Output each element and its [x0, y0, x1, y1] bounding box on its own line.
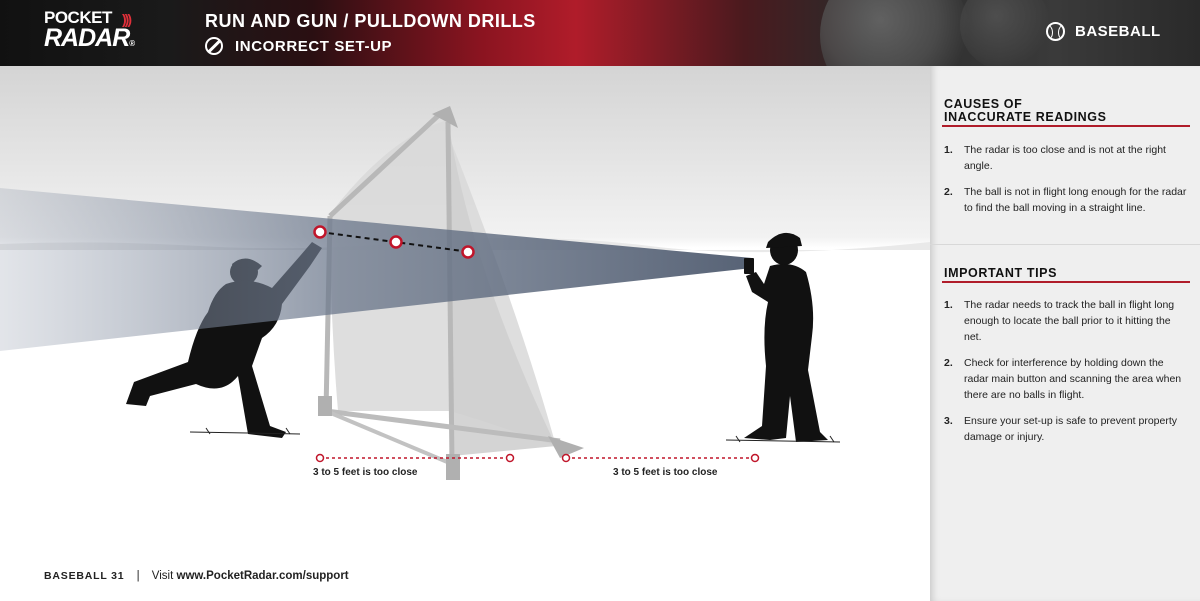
distance-endpoint [750, 453, 760, 463]
distance-markers [315, 453, 760, 463]
logo-word: RADAR [44, 24, 130, 52]
page-number: BASEBALL 31 [44, 570, 125, 582]
item-number: 2. [944, 186, 953, 198]
subtitle-text: INCORRECT SET-UP [235, 37, 393, 55]
distance-label-right: 3 to 5 feet is too close [613, 467, 718, 478]
item-number: 1. [944, 144, 953, 156]
registered-mark: ® [129, 39, 135, 48]
ball-marker [461, 245, 475, 259]
page-title: RUN AND GUN / PULLDOWN DRILLS [205, 11, 536, 31]
tips-heading: IMPORTANT TIPS [944, 266, 1058, 280]
list-item: 2. Check for interference by holding down… [944, 355, 1188, 403]
item-text: The ball is not in flight long enough fo… [964, 186, 1187, 214]
item-number: 1. [944, 299, 953, 311]
scene-graphic [0, 66, 930, 601]
ball-flight-path [313, 225, 475, 259]
item-text: The radar needs to track the ball in fli… [964, 299, 1175, 343]
distance-endpoint [505, 453, 515, 463]
logo-bottom-text: RADAR® [44, 24, 135, 56]
list-item: 3. Ensure your set-up is safe to prevent … [944, 413, 1188, 445]
pocket-radar-logo: POCKET RADAR® ))) [44, 8, 135, 56]
footer: BASEBALL 31 | Visit www.PocketRadar.com/… [44, 570, 349, 582]
tips-list: 1. The radar needs to track the ball in f… [944, 297, 1188, 455]
section-divider [930, 244, 1200, 245]
prohibited-icon [205, 37, 223, 55]
item-text: Check for interference by holding down t… [964, 357, 1182, 401]
distance-endpoint [315, 453, 325, 463]
radar-waves-icon: ))) [122, 11, 132, 27]
causes-rule [942, 125, 1190, 127]
list-item: 1. The radar is too close and is not at t… [944, 142, 1188, 174]
item-text: The radar is too close and is not at the… [964, 144, 1166, 172]
causes-list: 1. The radar is too close and is not at t… [944, 142, 1188, 226]
baseball-decoration [960, 0, 1050, 66]
baseball-icon [1046, 22, 1065, 41]
support-link[interactable]: www.PocketRadar.com/support [176, 570, 349, 582]
setup-illustration: 3 to 5 feet is too close 3 to 5 feet is … [0, 66, 930, 601]
item-text: Ensure your set-up is safe to prevent pr… [964, 415, 1178, 443]
header-bar: POCKET RADAR® ))) RUN AND GUN / PULLDOWN… [0, 0, 1200, 66]
distance-label-left: 3 to 5 feet is too close [313, 467, 418, 478]
item-number: 2. [944, 357, 953, 369]
ball-marker [313, 225, 327, 239]
list-item: 2. The ball is not in flight long enough … [944, 184, 1188, 216]
baseball-decoration [820, 0, 970, 66]
grass-tufts [189, 427, 841, 443]
footer-separator: | [136, 570, 140, 582]
distance-endpoint [561, 453, 571, 463]
list-item: 1. The radar needs to track the ball in f… [944, 297, 1188, 345]
radar-operator-silhouette [744, 232, 828, 442]
sport-text: BASEBALL [1075, 23, 1161, 40]
radar-beam [0, 188, 752, 351]
sport-label: BASEBALL [1046, 22, 1161, 41]
causes-heading-line1: CAUSES OF [944, 97, 1023, 111]
ball-marker [389, 235, 403, 249]
logo-top-text: POCKET [44, 8, 112, 27]
tips-rule [942, 281, 1190, 283]
info-panel: CAUSES OF INACCURATE READINGS 1. The rada… [930, 66, 1200, 601]
causes-heading-line2: INACCURATE READINGS [944, 110, 1107, 124]
page-subtitle: INCORRECT SET-UP [205, 37, 392, 55]
item-number: 3. [944, 415, 953, 427]
causes-heading: CAUSES OF INACCURATE READINGS [944, 98, 1107, 124]
visit-text: Visit [151, 570, 174, 582]
